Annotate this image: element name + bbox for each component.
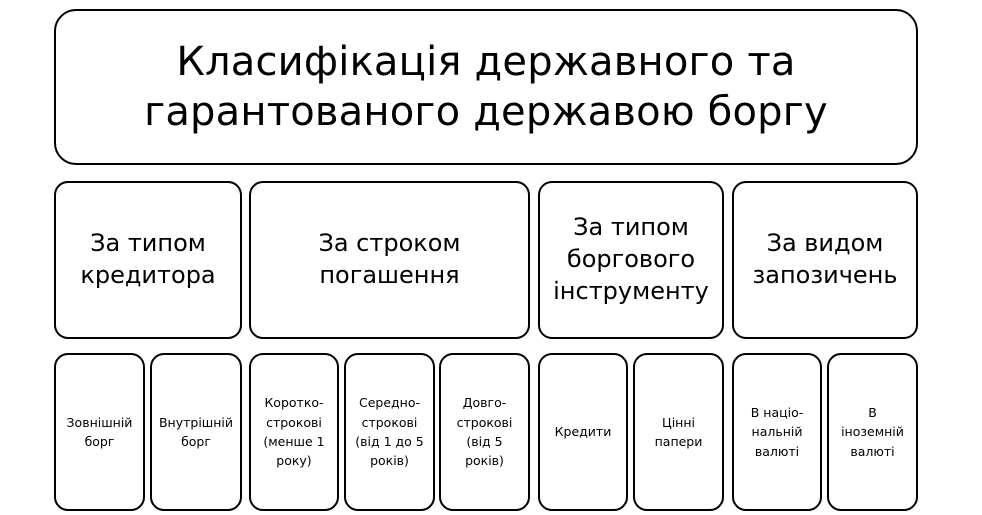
category-label: За видом запозичень — [752, 229, 898, 289]
leaf-foreign-currency: В іноземній валюті — [827, 353, 918, 511]
leaf-securities: Цінні папери — [633, 353, 724, 511]
leaf-label: Зовнішній борг — [66, 414, 133, 449]
leaf-medium-term: Середно- строкові (від 1 до 5 років) — [344, 353, 435, 511]
category-label: За типом кредитора — [80, 229, 216, 289]
leaf-label: Цінні папери — [654, 414, 703, 449]
category-maturity: За строком погашення — [249, 181, 530, 339]
leaf-label: В націо- нальній валюті — [750, 404, 804, 459]
category-borrowing-type: За видом запозичень — [732, 181, 918, 339]
category-label: За строком погашення — [318, 229, 461, 289]
leaf-label: Кредити — [554, 424, 612, 440]
leaf-external-debt: Зовнішній борг — [54, 353, 145, 511]
category-instrument-type: За типом боргового інструменту — [538, 181, 724, 339]
leaf-national-currency: В націо- нальній валюті — [732, 353, 822, 511]
leaf-internal-debt: Внутрішній борг — [150, 353, 242, 511]
leaf-label: Внутрішній борг — [158, 414, 234, 449]
leaf-long-term: Довго- строкові (від 5 років) — [439, 353, 530, 511]
category-creditor-type: За типом кредитора — [54, 181, 242, 339]
diagram-title: Класифікація державного та гарантованого… — [144, 39, 828, 135]
category-label: За типом боргового інструменту — [553, 213, 709, 305]
leaf-short-term: Коротко- строкові (менше 1 року) — [249, 353, 339, 511]
leaf-label: Середно- строкові (від 1 до 5 років) — [355, 395, 424, 469]
leaf-label: Довго- строкові (від 5 років) — [456, 395, 513, 469]
leaf-label: В іноземній валюті — [841, 404, 904, 459]
title-box: Класифікація державного та гарантованого… — [54, 9, 918, 165]
leaf-loans: Кредити — [538, 353, 628, 511]
leaf-label: Коротко- строкові (менше 1 року) — [263, 395, 325, 469]
